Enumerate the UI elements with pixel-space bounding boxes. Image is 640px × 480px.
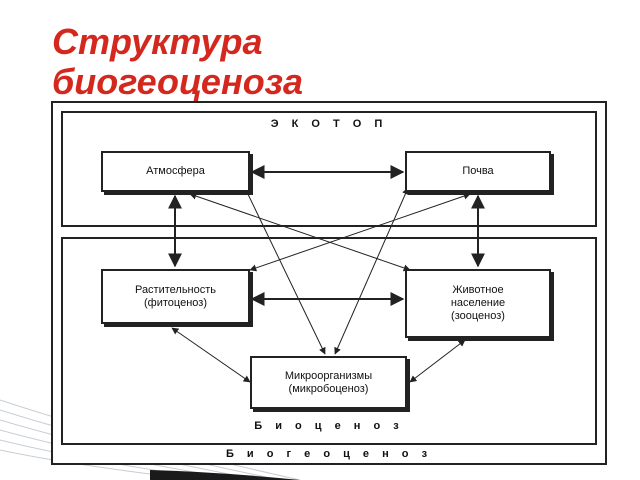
atmosphere-box: Атмосфера bbox=[101, 151, 250, 192]
arrow-animals-microorganisms bbox=[409, 339, 466, 383]
biocenosis-label: Б и о ц е н о з bbox=[254, 420, 404, 432]
biogeocenosis-label: Б и о г е о ц е н о з bbox=[225, 448, 433, 460]
arrow-vegetation-microorganisms bbox=[171, 327, 251, 383]
microorganisms-box: Микроорганизмы (микробоценоз) bbox=[250, 356, 407, 409]
vegetation-box: Растительность (фитоценоз) bbox=[101, 269, 250, 324]
animals-box: Животное население (зооценоз) bbox=[405, 269, 551, 338]
ecotop-label: Э К О Т О П bbox=[270, 118, 388, 130]
arrow-atmosphere-microorganisms bbox=[244, 187, 326, 355]
arrow-soil-vegetation bbox=[249, 192, 471, 272]
slide-title: Структура биогеоценоза bbox=[52, 22, 304, 102]
arrow-soil-microorganisms bbox=[334, 187, 409, 355]
soil-box: Почва bbox=[405, 151, 551, 192]
